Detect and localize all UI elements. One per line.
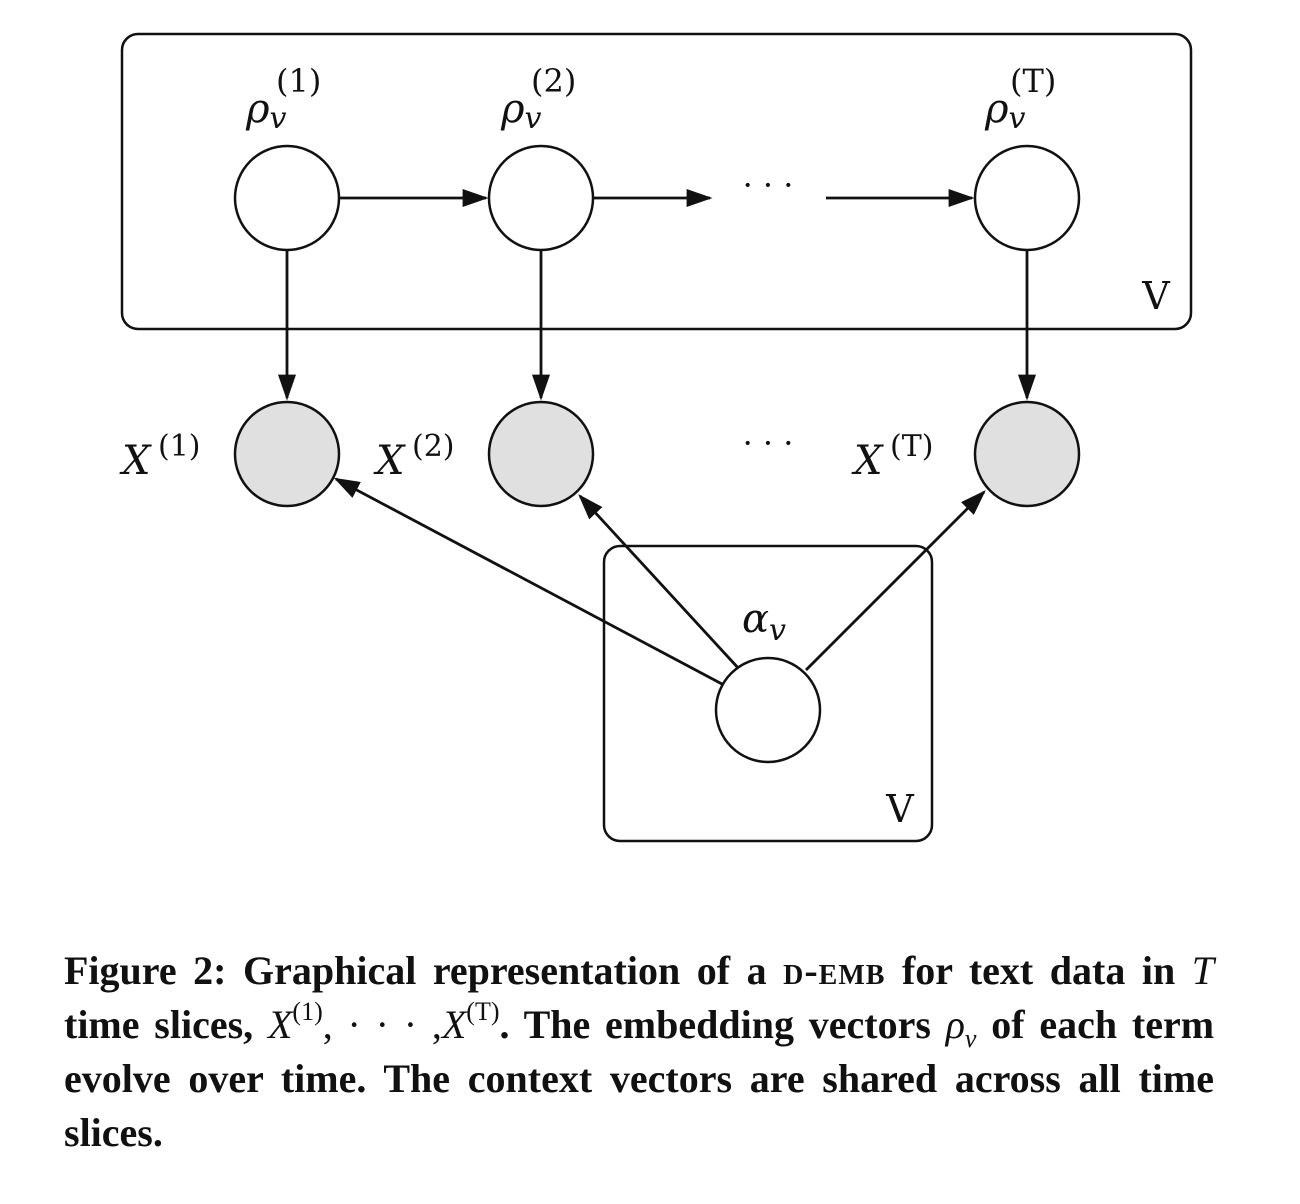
label-x-2: X(2): [373, 429, 455, 484]
caption-rho-symbol: ρ: [945, 1002, 965, 1047]
node-rho-T: [973, 144, 1081, 252]
ellipsis-top: · · ·: [743, 166, 794, 204]
figure-caption: Figure 2: Graphical representation of a …: [64, 944, 1214, 1160]
node-rho-1: [233, 144, 341, 252]
caption-text-4: . The embedding vectors: [499, 1002, 931, 1047]
label-rho-T: ρv(T): [984, 62, 1056, 136]
caption-model-name: d-emb: [783, 948, 886, 993]
top-plate-label: V: [1141, 274, 1170, 318]
caption-text-1: Graphical representation of a: [242, 948, 767, 993]
caption-text-2: for text data in: [901, 948, 1176, 993]
edge-alpha-xT: [805, 490, 986, 671]
label-alpha: αv: [742, 596, 786, 648]
ellipsis-middle: · · ·: [743, 424, 794, 462]
node-x-1: [233, 400, 341, 508]
caption-seq-sep: , · · · ,: [322, 1002, 442, 1047]
label-rho-2: ρv(2): [500, 62, 576, 136]
label-x-T: X(T): [851, 429, 933, 484]
caption-x1-sup: (1): [292, 996, 323, 1026]
bottom-plate-label: V: [885, 787, 914, 831]
edge-alpha-x2: [578, 494, 742, 671]
node-alpha: [714, 656, 822, 764]
label-rho-1: ρv(1): [245, 62, 321, 136]
caption-text-3: time slices,: [64, 1002, 254, 1047]
label-x-1: X(1): [119, 429, 201, 484]
caption-rho-sub: v: [964, 1024, 977, 1053]
top-plate: [120, 32, 1193, 331]
caption-x-symbol-1: X: [267, 1002, 293, 1047]
caption-xT-sup: (T): [466, 996, 500, 1026]
edge-alpha-x1: [333, 477, 723, 686]
caption-figure-label: Figure 2:: [64, 948, 227, 993]
node-x-T: [973, 400, 1081, 508]
graphical-model-diagram: V V · · · · · · ρv(1) ρv(2) ρv(T) X(1) X…: [119, 32, 1193, 843]
node-x-2: [487, 400, 595, 508]
caption-T: T: [1191, 948, 1215, 993]
bottom-plate: [602, 544, 934, 843]
caption-x-symbol-T: X: [441, 1002, 467, 1047]
node-rho-2: [487, 144, 595, 252]
caption-text-5: of each term evolve over time. The conte…: [64, 1002, 1215, 1155]
